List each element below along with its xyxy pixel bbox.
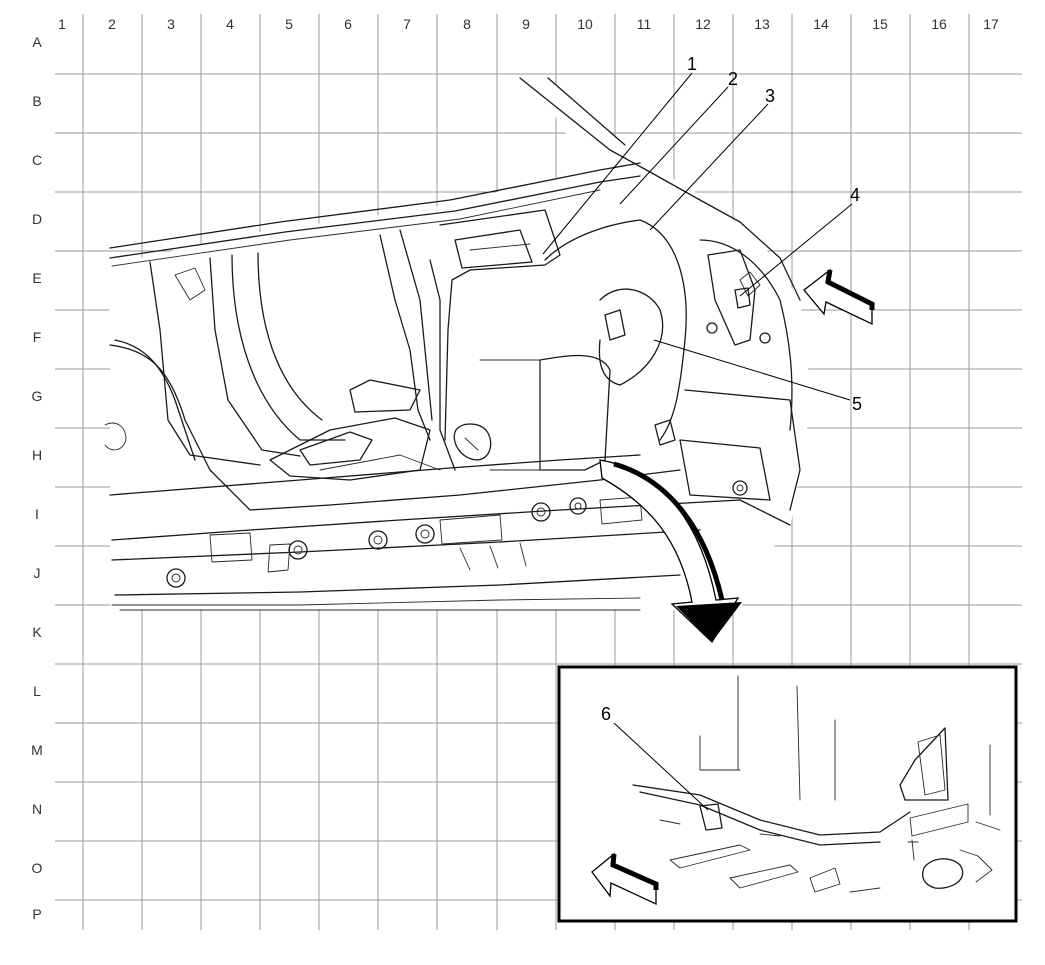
row-label: F <box>33 329 42 345</box>
column-labels: 1 2 3 4 5 6 7 8 9 10 11 12 13 14 15 16 1… <box>58 16 999 32</box>
column-label: 9 <box>522 16 530 32</box>
row-label: H <box>32 447 42 463</box>
callout-labels: 1 2 3 4 5 6 <box>601 54 862 724</box>
column-label: 8 <box>463 16 471 32</box>
row-label: A <box>32 34 42 50</box>
column-label: 7 <box>403 16 411 32</box>
callout-1: 1 <box>687 54 697 74</box>
column-label: 11 <box>637 16 652 32</box>
row-label: K <box>32 624 42 640</box>
callout-4: 4 <box>850 185 860 205</box>
column-label: 13 <box>754 16 770 32</box>
detail-inset <box>557 665 1018 923</box>
row-label: D <box>32 211 42 227</box>
vehicle-body-drawing <box>104 77 812 611</box>
row-label: L <box>33 683 41 699</box>
column-label: 5 <box>285 16 293 32</box>
column-label: 4 <box>226 16 234 32</box>
column-label: 17 <box>983 16 999 32</box>
detail-view-arrow-icon <box>599 459 742 644</box>
row-label: O <box>32 860 43 876</box>
column-label: 15 <box>872 16 888 32</box>
column-label: 12 <box>695 16 711 32</box>
row-label: N <box>32 801 42 817</box>
row-label: I <box>35 506 39 522</box>
row-label: J <box>34 565 41 581</box>
column-label: 6 <box>344 16 352 32</box>
callout-leaders <box>542 72 853 811</box>
row-label: G <box>32 388 43 404</box>
callout-2: 2 <box>728 69 738 89</box>
row-label: C <box>32 152 42 168</box>
callout-3: 3 <box>765 86 775 106</box>
row-label: E <box>32 270 41 286</box>
callout-6: 6 <box>601 704 611 724</box>
row-label: P <box>32 906 41 922</box>
row-label: B <box>32 93 41 109</box>
column-label: 16 <box>931 16 947 32</box>
column-label: 10 <box>577 16 593 32</box>
column-label: 3 <box>167 16 175 32</box>
row-labels: A B C D E F G H I J K L M N O P <box>31 34 43 922</box>
column-label: 1 <box>58 16 66 32</box>
column-label: 14 <box>813 16 829 32</box>
callout-5: 5 <box>852 394 862 414</box>
row-label: M <box>31 742 43 758</box>
view-direction-arrow-icon <box>803 268 875 326</box>
column-label: 2 <box>108 16 116 32</box>
